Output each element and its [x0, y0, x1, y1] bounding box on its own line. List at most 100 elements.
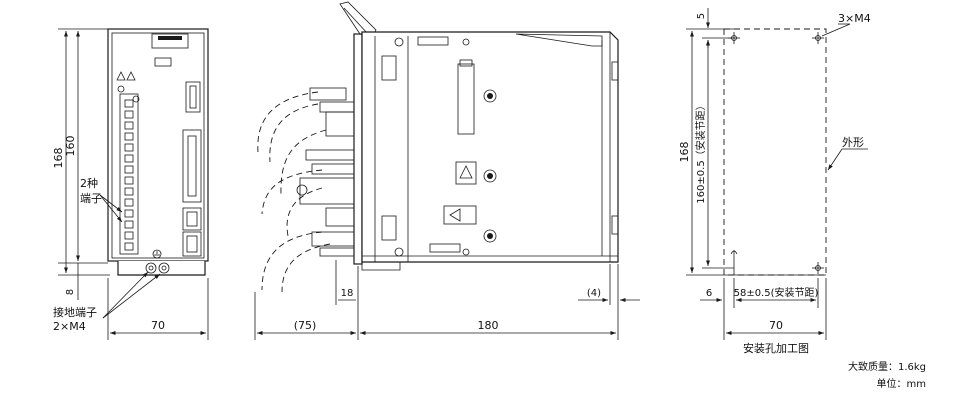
front-dim-160-label: 160 — [64, 136, 77, 157]
cable-plug — [325, 207, 355, 227]
terminal-screw — [124, 143, 134, 152]
ground-screw-icon — [158, 262, 170, 274]
front-bottom-plate — [117, 261, 206, 276]
side-bottom-foot — [361, 262, 401, 271]
ground-symbol-icon — [152, 249, 162, 259]
side-view: 18 (75) 180 (4) — [254, 1, 640, 340]
side-top-slot — [417, 36, 449, 46]
cable-plug — [325, 111, 355, 137]
cable-plug — [305, 149, 355, 161]
side-screw-icon — [394, 37, 404, 47]
terminal-screw — [124, 231, 134, 240]
mount-dim-6-label: 6 — [706, 288, 712, 299]
side-rear-tab — [611, 61, 619, 81]
cable-dashed — [261, 169, 323, 215]
side-bracket — [381, 55, 397, 81]
ground-leader — [102, 271, 149, 319]
side-bracket — [381, 215, 397, 241]
charge-lamp-icon — [117, 85, 125, 93]
terminal-screw — [124, 132, 134, 141]
mount-outline-dashed — [723, 28, 827, 276]
terminal-screw — [124, 220, 134, 229]
mount-view-title: 安装孔加工图 — [743, 341, 809, 355]
front-dim-168-label: 168 — [52, 148, 65, 169]
cable-dashed — [281, 243, 331, 293]
warning-triangle-icon — [116, 71, 126, 81]
cable-dashed — [280, 129, 327, 197]
side-screw-icon — [394, 247, 404, 257]
terminal-screw — [124, 242, 134, 251]
cable-plug — [299, 177, 355, 205]
side-screw-icon — [462, 248, 470, 256]
ground-leader — [102, 273, 161, 319]
terminal-screw — [124, 154, 134, 163]
terminal-label-line2: 端子 — [80, 192, 102, 205]
mount-outline-label: 外形 — [842, 136, 864, 149]
logo-mark-icon — [158, 36, 182, 40]
connector-cn1 — [182, 129, 202, 203]
terminal-screws — [124, 99, 134, 251]
mount-hole-top-right — [812, 32, 824, 44]
heatsink-bolt-icon — [487, 233, 493, 239]
front-dim-70-label: 70 — [151, 319, 165, 332]
cable-dashed — [261, 231, 323, 291]
terminal-screw — [124, 99, 134, 108]
ground-label-line2: 2×M4 — [53, 320, 86, 333]
mount-hole-bottom-right — [812, 262, 824, 274]
front-logo-area — [151, 33, 189, 49]
front-view: 168 160 8 — [52, 28, 209, 340]
heatsink-bolt-icon — [483, 89, 497, 103]
side-screw-icon — [462, 38, 470, 46]
terminal-screw — [124, 110, 134, 119]
ground-label-line1: 接地端子 — [53, 306, 97, 319]
side-top-bracket — [515, 33, 603, 47]
connector-cn1-socket — [187, 135, 197, 197]
side-dim-4-label: (4) — [587, 288, 601, 299]
cable-dashed — [257, 91, 319, 153]
mount-dim-160-label: 160±0.5（安装节距） — [694, 100, 707, 203]
side-label-box — [455, 161, 477, 185]
warning-triangle-icon — [126, 71, 136, 81]
side-bottom-slot — [429, 243, 461, 253]
side-top-handle-edge — [343, 7, 369, 35]
ground-screw-icon — [145, 262, 157, 274]
left-triangle-icon — [449, 208, 461, 222]
terminal-screw — [124, 187, 134, 196]
connector-cn2 — [182, 231, 202, 257]
heatsink-bolt-icon — [483, 169, 497, 183]
mount-outline-leader — [827, 148, 843, 171]
mount-dim-58-label: 58±0.5(安装节距) — [734, 286, 819, 299]
mount-dim-5-label: 5 — [696, 13, 707, 19]
cable-plug — [311, 163, 355, 175]
side-dim-180-label: 180 — [478, 319, 499, 332]
mount-slot-mark — [730, 250, 738, 255]
mount-view: 5 168 160±0.5（安装节距） 3×M4 — [678, 8, 871, 355]
cable-dashed — [286, 187, 323, 237]
connector-cn3-socket — [189, 85, 197, 109]
side-drive-body — [361, 31, 619, 263]
side-dim-75-label: (75) — [294, 319, 317, 332]
ground-screw-icon — [148, 265, 154, 271]
side-front-bezel — [353, 33, 363, 265]
mount-screw-label: 3×M4 — [838, 12, 871, 25]
cable-plug — [319, 247, 355, 257]
heatsink-bolt-icon — [483, 229, 497, 243]
front-nameplate — [154, 57, 172, 67]
cable-plug-knob-icon — [296, 184, 308, 196]
terminal-label-line1: 2种 — [80, 176, 98, 190]
footer-unit: 单位：mm — [877, 377, 926, 390]
heatsink-bolt-icon — [487, 173, 493, 179]
terminal-screw — [124, 176, 134, 185]
terminal-leader — [99, 194, 123, 213]
terminal-screw — [124, 121, 134, 130]
mount-screw-leader — [821, 23, 851, 37]
connector-cn3 — [185, 81, 201, 113]
terminal-screw — [124, 198, 134, 207]
cable-dashed — [269, 103, 319, 163]
side-vent-window — [457, 63, 475, 135]
connector-cn7 — [182, 207, 202, 231]
ground-screw-icon — [161, 265, 167, 271]
terminal-block — [119, 93, 139, 255]
mount-hole-top-left — [728, 32, 740, 44]
